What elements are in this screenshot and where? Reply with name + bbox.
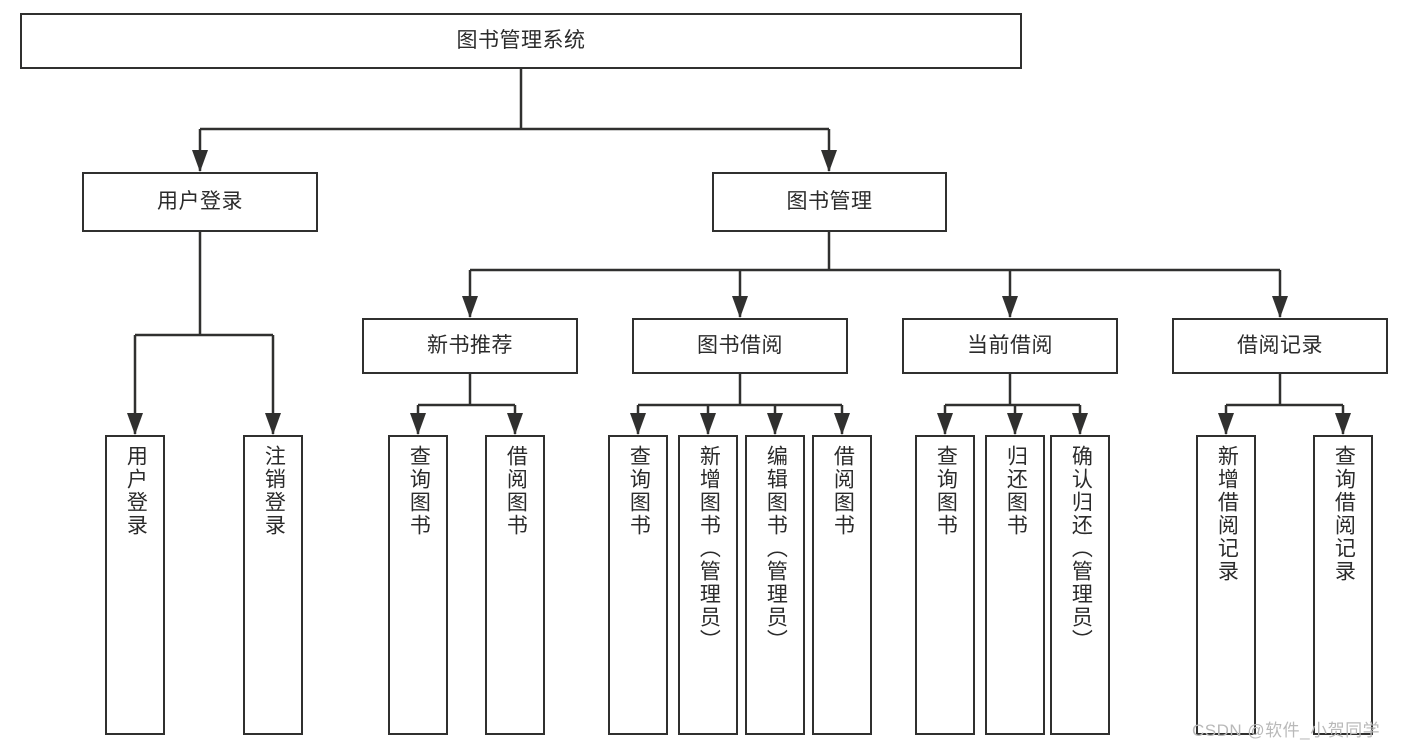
node-label: 借阅记录 — [1237, 333, 1323, 357]
node-label: 新书推荐 — [427, 333, 513, 357]
node-label: 新增借阅记录 — [1215, 445, 1239, 583]
node-user-login[interactable]: 用户登录 — [82, 172, 318, 232]
node-label: 查询借阅记录 — [1332, 445, 1356, 583]
node-book-manage[interactable]: 图书管理 — [712, 172, 947, 232]
arrow-head-root-children-0 — [192, 150, 208, 172]
node-label: 借阅图书 — [504, 445, 528, 537]
node-label: 归还图书 — [1004, 445, 1028, 537]
node-leaf-borrow-2[interactable]: 借阅图书 — [812, 435, 872, 735]
node-label: 用户登录 — [157, 189, 243, 213]
arrow-head-borrow-record-children-1 — [1335, 413, 1351, 435]
node-label: 查询图书 — [934, 445, 958, 537]
node-book-borrow[interactable]: 图书借阅 — [632, 318, 848, 374]
node-label: 查询图书 — [627, 445, 651, 537]
arrow-head-new-book-children-0 — [410, 413, 426, 435]
arrow-head-book-borrow-children-3 — [834, 413, 850, 435]
node-label: 用户登录 — [124, 445, 148, 537]
node-leaf-query-2[interactable]: 查询图书 — [608, 435, 668, 735]
arrow-head-current-borrow-children-2 — [1072, 413, 1088, 435]
arrow-head-current-borrow-children-0 — [937, 413, 953, 435]
node-leaf-user-login[interactable]: 用户登录 — [105, 435, 165, 735]
node-new-book-rec[interactable]: 新书推荐 — [362, 318, 578, 374]
node-root[interactable]: 图书管理系统 — [20, 13, 1022, 69]
arrow-head-new-book-children-1 — [507, 413, 523, 435]
node-leaf-confirm[interactable]: 确认归还（管理员） — [1050, 435, 1110, 735]
node-label: 当前借阅 — [967, 333, 1053, 357]
arrow-head-current-borrow-children-1 — [1007, 413, 1023, 435]
arrow-head-book-manage-children-0 — [462, 296, 478, 318]
node-current-borrow[interactable]: 当前借阅 — [902, 318, 1118, 374]
node-label: 新增图书（管理员） — [697, 445, 721, 652]
node-label: 图书管理 — [786, 189, 873, 213]
node-label: 借阅图书 — [831, 445, 855, 537]
node-borrow-record[interactable]: 借阅记录 — [1172, 318, 1388, 374]
node-leaf-query-1[interactable]: 查询图书 — [388, 435, 448, 735]
arrow-head-root-children-1 — [821, 150, 837, 172]
arrow-head-book-manage-children-1 — [732, 296, 748, 318]
node-leaf-query-rec[interactable]: 查询借阅记录 — [1313, 435, 1373, 735]
node-leaf-add-rec[interactable]: 新增借阅记录 — [1196, 435, 1256, 735]
arrow-head-user-login-children-1 — [265, 413, 281, 435]
node-leaf-return[interactable]: 归还图书 — [985, 435, 1045, 735]
watermark-text: CSDN @软件_小贺同学 — [1192, 721, 1381, 740]
node-leaf-borrow-1[interactable]: 借阅图书 — [485, 435, 545, 735]
node-label: 确认归还（管理员） — [1069, 445, 1093, 652]
arrow-head-borrow-record-children-0 — [1218, 413, 1234, 435]
node-label: 编辑图书（管理员） — [764, 445, 788, 652]
arrow-head-book-borrow-children-0 — [630, 413, 646, 435]
node-label: 图书管理系统 — [456, 28, 586, 52]
node-leaf-add-book[interactable]: 新增图书（管理员） — [678, 435, 738, 735]
node-leaf-query-3[interactable]: 查询图书 — [915, 435, 975, 735]
node-label: 注销登录 — [262, 445, 286, 537]
node-leaf-edit-book[interactable]: 编辑图书（管理员） — [745, 435, 805, 735]
arrow-head-book-borrow-children-1 — [700, 413, 716, 435]
arrow-head-book-manage-children-2 — [1002, 296, 1018, 318]
arrow-head-book-manage-children-3 — [1272, 296, 1288, 318]
node-label: 查询图书 — [407, 445, 431, 537]
node-label: 图书借阅 — [697, 333, 783, 357]
arrow-head-book-borrow-children-2 — [767, 413, 783, 435]
arrow-head-user-login-children-0 — [127, 413, 143, 435]
node-leaf-logout[interactable]: 注销登录 — [243, 435, 303, 735]
